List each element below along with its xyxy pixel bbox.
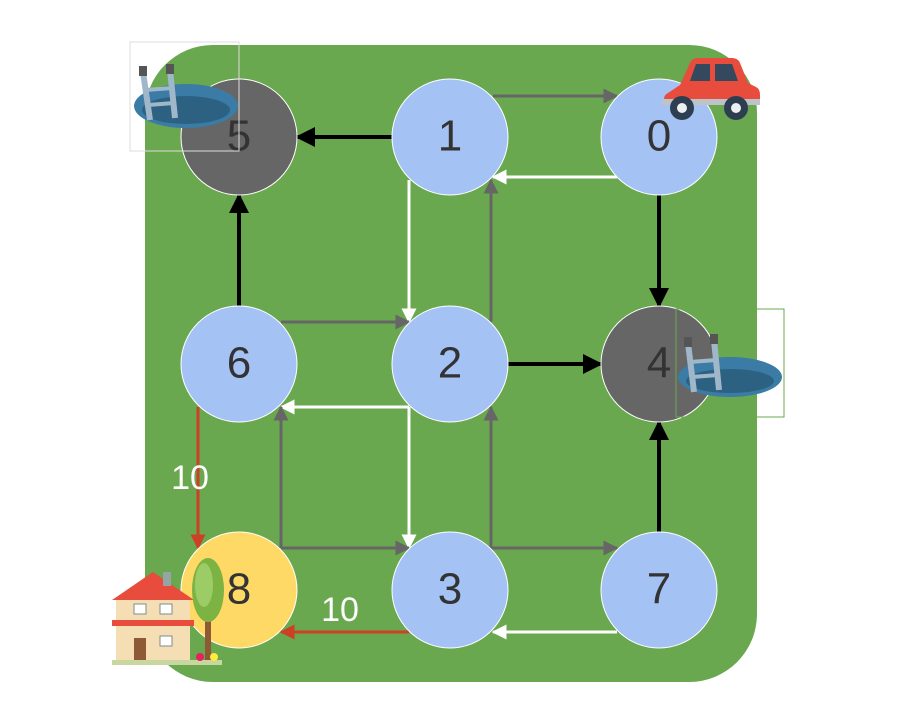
node-circle <box>391 305 509 423</box>
manhole-ladder-icon <box>675 308 785 418</box>
node-label: 7 <box>647 565 671 614</box>
node-label: 8 <box>227 565 251 614</box>
house-icon <box>112 572 222 665</box>
node-circle <box>391 78 509 196</box>
node-label: 1 <box>438 112 462 161</box>
node-1: 1 <box>391 78 509 196</box>
manhole-ladder-icon <box>129 41 240 152</box>
node-label: 3 <box>438 565 462 614</box>
node-label: 4 <box>647 339 671 388</box>
node-label: 0 <box>647 112 671 161</box>
node-label: 6 <box>227 339 251 388</box>
car-icon <box>662 58 760 120</box>
node-4: 4 <box>600 305 718 423</box>
node-label: 2 <box>438 339 462 388</box>
node-circle <box>180 305 298 423</box>
tree-icon <box>192 558 224 661</box>
node-2: 2 <box>391 305 509 423</box>
node-7: 7 <box>600 531 718 649</box>
edge-weight-label: 10 <box>321 591 359 629</box>
edge-weight-label: 10 <box>171 459 209 497</box>
node-6: 6 <box>180 305 298 423</box>
node-3: 3 <box>391 531 509 649</box>
node-circle <box>600 531 718 649</box>
node-circle <box>391 531 509 649</box>
